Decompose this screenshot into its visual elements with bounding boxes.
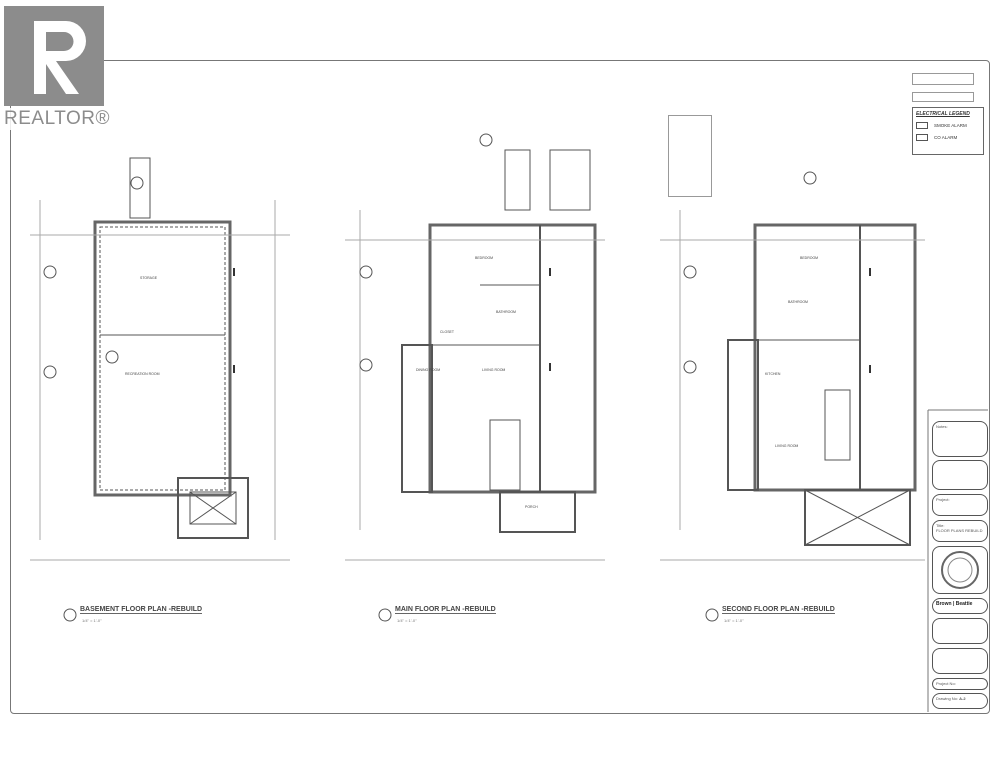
room-label: LIVING ROOM <box>482 368 506 372</box>
general-note <box>912 92 974 102</box>
main-plan <box>345 149 605 561</box>
room-label: STORAGE <box>140 276 158 280</box>
realtor-logo: REALTOR® <box>0 0 115 135</box>
project-label: Project: <box>936 497 950 502</box>
room-label: LIVING ROOM <box>775 444 799 448</box>
legend-item: CO ALARM <box>934 135 958 140</box>
project-no-box: Project No: <box>932 678 988 690</box>
disclaimer-box <box>932 618 988 644</box>
second-plan <box>660 210 925 561</box>
room-label: BATHROOM <box>496 310 516 314</box>
plan-scale: 1/4" = 1'-0" <box>82 618 102 623</box>
info-box <box>932 648 988 674</box>
drawing-sheet <box>10 60 990 714</box>
room-label: RECREATION ROOM <box>125 372 160 376</box>
realtor-logo-text: REALTOR® <box>4 108 110 130</box>
title-label: Title: <box>936 523 945 528</box>
room-label: BATHROOM <box>788 300 808 304</box>
seal-icon <box>941 551 979 589</box>
plan-scale: 1/4" = 1'-0" <box>397 618 417 623</box>
legend-title: ELECTRICAL LEGEND <box>916 111 970 117</box>
room-label: CLOSET <box>440 330 455 334</box>
notes-label: Notes: <box>936 424 948 429</box>
project-no-label: Project No: <box>936 681 956 686</box>
revisions-box <box>932 460 988 490</box>
plan-title-main: MAIN FLOOR PLAN -REBUILD <box>395 606 496 614</box>
plan-title-second: SECOND FLOOR PLAN -REBUILD <box>722 606 835 614</box>
drawing-no-label: Drawing No: <box>936 696 959 701</box>
engineer-stamp <box>932 546 988 594</box>
notes-block <box>668 115 712 197</box>
room-label: BEDROOM <box>475 256 494 260</box>
plan-title-basement: BASEMENT FLOOR PLAN -REBUILD <box>80 606 203 614</box>
room-label: KITCHEN <box>765 372 781 376</box>
drawing-no-value: A-2 <box>959 696 966 701</box>
drawing-no-box: Drawing No: A-2 <box>932 693 988 709</box>
realtor-r-icon <box>4 6 104 106</box>
notes-box: Notes: <box>932 421 988 457</box>
basement-plan <box>30 157 290 561</box>
plan-scale: 1/4" = 1'-0" <box>724 618 744 623</box>
room-label: PORCH <box>525 505 538 509</box>
smoke-alarm-icon <box>916 122 928 129</box>
firm-logo: Brown | Beattie <box>932 598 988 614</box>
legend-item: SMOKE ALARM <box>934 123 967 128</box>
electrical-legend: ELECTRICAL LEGEND SMOKE ALARM CO ALARM <box>912 107 984 155</box>
room-label: BEDROOM <box>800 256 819 260</box>
general-note <box>912 73 974 85</box>
title-value: FLOOR PLANS REBUILD <box>936 528 983 533</box>
room-label: DINING ROOM <box>416 368 441 372</box>
project-box: Project: <box>932 494 988 516</box>
co-alarm-icon <box>916 134 928 141</box>
title-box: Title:FLOOR PLANS REBUILD <box>932 520 988 542</box>
firm-name: Brown | Beattie <box>936 601 973 607</box>
